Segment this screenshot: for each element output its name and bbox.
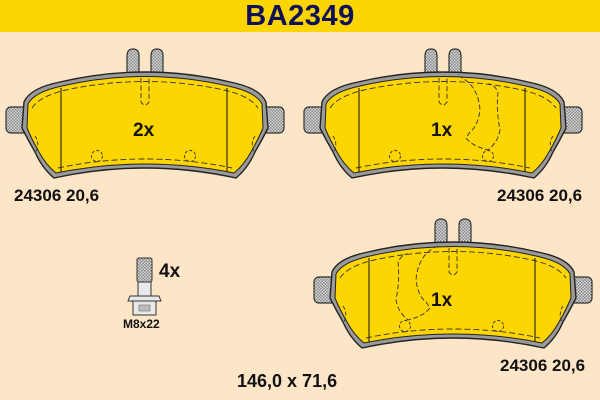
pad-top-right-quantity: 1x (431, 120, 453, 141)
pad-bottom-right-code: 24306 20,6 (500, 356, 586, 375)
header-bar: BA2349 (0, 0, 600, 32)
bolt-thread-label: M8x22 (123, 317, 160, 331)
bolt-quantity: 4x (159, 261, 181, 282)
pad-top-right-code: 24306 20,6 (497, 186, 583, 205)
pad-dimensions: 146,0 x 71,6 (237, 371, 338, 391)
bolt-icon (127, 257, 162, 316)
part-number-title: BA2349 (245, 0, 355, 32)
brake-pad-top-left (5, 48, 285, 179)
brake-pad-bottom-right (313, 218, 593, 349)
brake-pad-top-right (303, 48, 583, 179)
pad-top-left-quantity: 2x (133, 120, 155, 141)
pad-top-left-code: 24306 20,6 (14, 186, 100, 205)
pad-bottom-right-quantity: 1x (431, 290, 453, 311)
